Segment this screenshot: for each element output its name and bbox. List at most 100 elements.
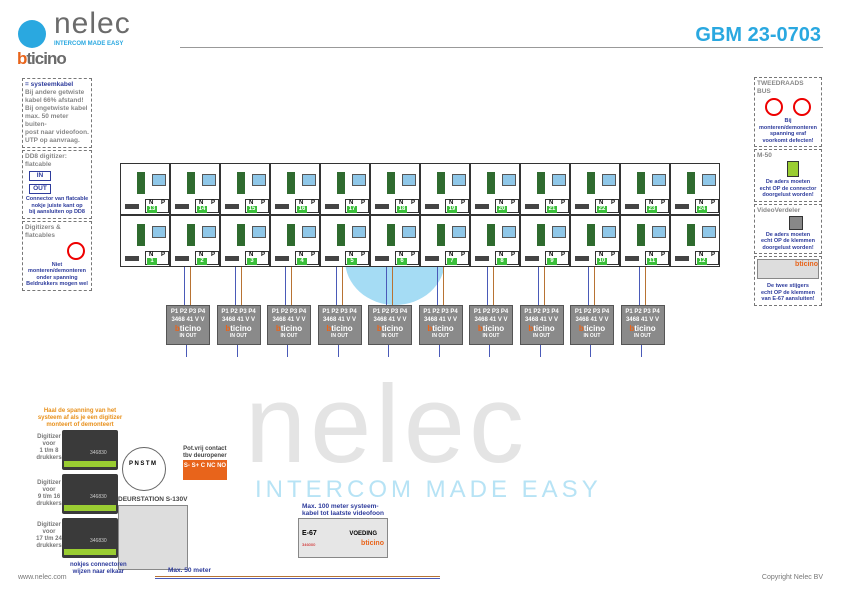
bus-wire [539, 345, 541, 357]
door-station-label: DEURSTATION S-130V [118, 496, 188, 503]
videophone-icon [502, 226, 516, 238]
apartment-number: 6 [397, 258, 407, 265]
dip-switch-icon [425, 256, 439, 261]
bus-terminal-icon [687, 224, 695, 246]
out-label: OUT [29, 184, 51, 194]
e67-code: 346000 [302, 542, 316, 547]
bus-wire [285, 267, 286, 305]
apartment-number: 23 [647, 206, 657, 213]
apartment-number: 18 [397, 206, 407, 213]
dip-switch-icon [175, 256, 189, 261]
apartment-number: 1 [147, 258, 157, 265]
legend-digitizers-title: Digitizers & flatcables [25, 223, 61, 239]
apartment-number: 22 [597, 206, 607, 213]
max-100-note: Max. 100 meter systeem-kabel tot laatste… [302, 503, 384, 517]
apartment-number: 12 [697, 258, 707, 265]
bus-terminal-icon [437, 172, 445, 194]
bus-terminal-icon [487, 224, 495, 246]
bus-terminal-icon [137, 224, 145, 246]
videophone-icon [552, 226, 566, 238]
nelec-logo-word: nelec [54, 7, 131, 40]
bus-wire [436, 267, 438, 305]
videophone-icon [402, 226, 416, 238]
videophone-icon [202, 226, 216, 238]
apartment-number: 20 [497, 206, 507, 213]
terminal-detail-magnifier: PNSTM [122, 447, 166, 491]
bus-wire [594, 267, 595, 305]
dip-switch-icon [625, 256, 639, 261]
connector-icon [787, 161, 799, 177]
videophone-icon [452, 174, 466, 186]
videophone-icon [502, 174, 516, 186]
videophone-icon [702, 226, 716, 238]
bus-terminal-icon [287, 224, 295, 246]
apartment-number: 5 [347, 258, 357, 265]
e67-icon: bticino [757, 259, 819, 279]
digitizer-3: 346830 [62, 518, 118, 558]
dip-switch-icon [475, 256, 489, 261]
legend-flatcable: DD8 digitizer: flatcable IN OUT Connecto… [22, 150, 92, 219]
bus-terminal-icon [387, 224, 395, 246]
digitizer-2: 346830 [62, 474, 118, 514]
videophone-icon [352, 174, 366, 186]
dip-switch-icon [575, 256, 589, 261]
videophone-icon [552, 174, 566, 186]
videophone-icon [652, 226, 666, 238]
bus-terminal-icon [487, 172, 495, 194]
apartment-number: 14 [197, 206, 207, 213]
legend-cable-title: = systeemkabel [25, 81, 74, 88]
footer-url[interactable]: www.nelec.com [18, 574, 67, 581]
footer-copyright: Copyright Nelec BV [761, 574, 823, 581]
bus-terminal-icon [287, 172, 295, 194]
videophone-icon [602, 226, 616, 238]
bus-wire [287, 345, 288, 357]
apartment-number: 21 [547, 206, 557, 213]
bus-wire [184, 267, 185, 305]
bus-wire [234, 267, 236, 305]
bus-wire [493, 267, 494, 305]
bus-terminal-icon [437, 224, 445, 246]
max-50-label: Max. 50 meter [168, 567, 211, 574]
apartment-number: 4 [297, 258, 307, 265]
bus-terminal-icon [537, 224, 545, 246]
bus-wire [638, 267, 640, 305]
bticino-logo: bticino [17, 49, 67, 68]
bus-wire [388, 345, 389, 357]
videophone-icon [602, 174, 616, 186]
videophone-icon [202, 174, 216, 186]
dip-switch-icon [225, 204, 239, 209]
bus-terminal-icon [637, 224, 645, 246]
bus-terminal-icon [687, 172, 695, 194]
bus-terminal-icon [637, 172, 645, 194]
apartment-number: 16 [297, 206, 307, 213]
dip-switch-icon [675, 204, 689, 209]
e67-label: VOEDING [349, 531, 377, 537]
